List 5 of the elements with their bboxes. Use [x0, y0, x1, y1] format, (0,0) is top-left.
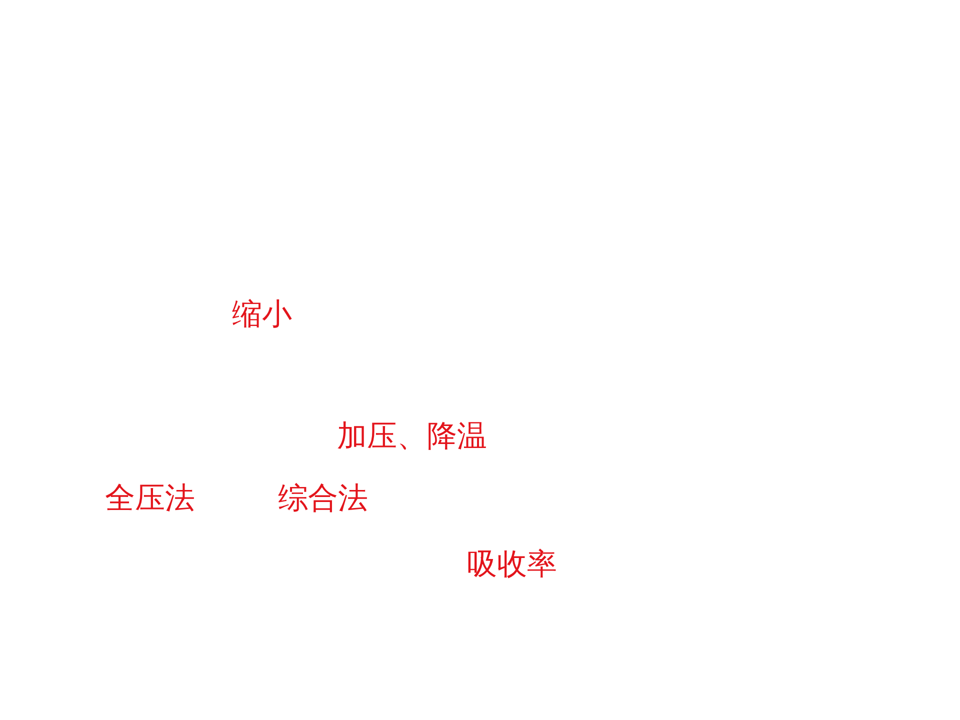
term-label: 综合法 — [278, 482, 368, 516]
term-label: 全压法 — [105, 482, 195, 516]
term-label: 缩小 — [232, 298, 292, 332]
term-label: 吸收率 — [467, 548, 557, 582]
term-label: 加压、降温 — [337, 420, 487, 454]
